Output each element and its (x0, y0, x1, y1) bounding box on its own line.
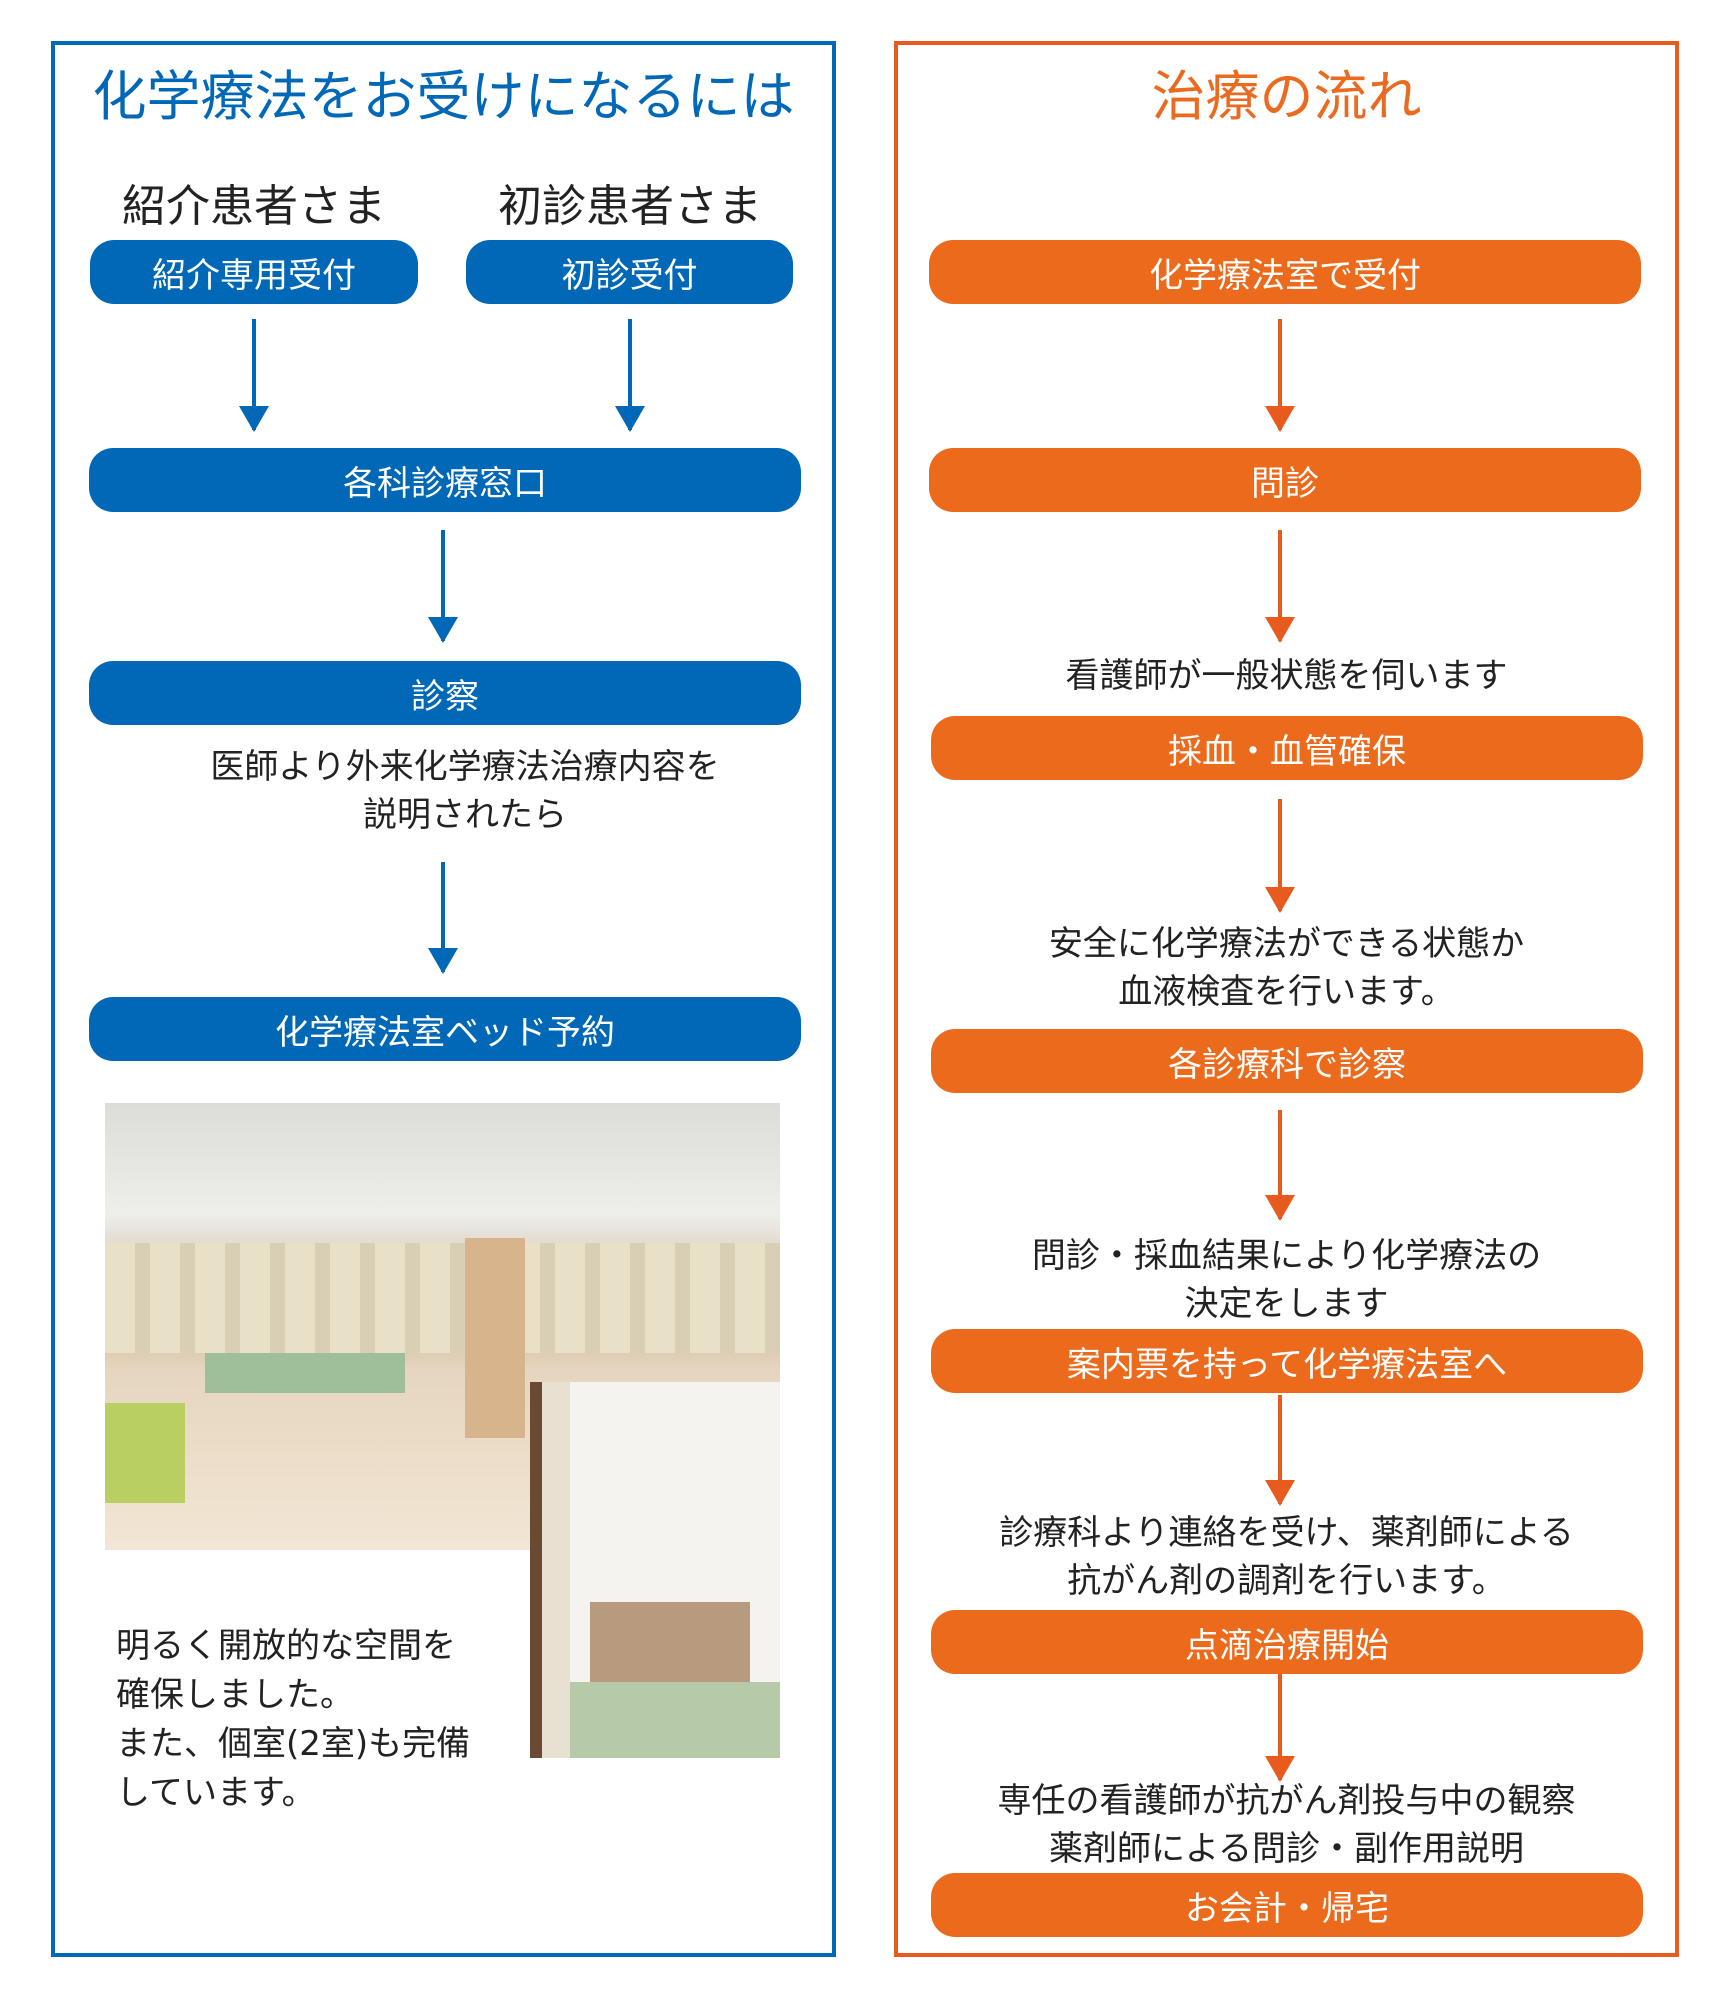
arrow-down-icon (615, 319, 645, 432)
arrow-down-icon (1265, 1674, 1295, 1782)
flow-note-line: 決定をします (1184, 1284, 1389, 1324)
arrow-down-icon (1265, 530, 1295, 643)
flow-note-line: 診療科より連絡を受け、薬剤師による (999, 1513, 1574, 1553)
flow-note: 問診・採血結果により化学療法の 決定をします (894, 1232, 1679, 1328)
flow-note: 看護師が一般状態を伺います (1065, 656, 1508, 696)
flow-note: 安全に化学療法ができる状態か 血液検査を行います。 (894, 920, 1679, 1016)
chemo-admission-panel (51, 41, 836, 1957)
arrow-down-icon (428, 530, 458, 643)
first-visit-reception-step: 初診受付 (466, 240, 793, 304)
right-title: 治療の流れ (1151, 65, 1422, 128)
caption-line: また、個室(2室)も完備 (116, 1724, 471, 1764)
flow-note-line: 問診・採血結果により化学療法の (1031, 1236, 1542, 1276)
flow-note-line: 専任の看護師が抗がん剤投与中の観察 (997, 1781, 1576, 1821)
bed-reservation-step: 化学療法室ベッド予約 (89, 997, 801, 1061)
flow-note-line: 抗がん剤の調剤を行います。 (1067, 1561, 1506, 1601)
caption-line: 確保しました。 (116, 1675, 354, 1715)
flow-step-reception: 化学療法室で受付 (929, 240, 1641, 304)
flow-step-infusion-start: 点滴治療開始 (931, 1610, 1643, 1674)
flow-note: 専任の看護師が抗がん剤投与中の観察 薬剤師による問診・副作用説明 (894, 1777, 1679, 1873)
exam-note-line: 医師より外来化学療法治療内容を (210, 747, 720, 787)
treatment-flow-panel (894, 41, 1679, 1957)
arrow-down-icon (1265, 319, 1295, 432)
flow-note-line: 薬剤師による問診・副作用説明 (1049, 1829, 1524, 1869)
referral-reception-step: 紹介専用受付 (90, 240, 418, 304)
caption-line: しています。 (116, 1773, 316, 1813)
arrow-down-icon (428, 862, 458, 974)
arrow-down-icon (239, 319, 269, 432)
flow-note-line: 血液検査を行います。 (1118, 972, 1455, 1012)
exam-note-line: 説明されたら (363, 795, 567, 835)
flow-step-interview: 問診 (929, 448, 1641, 512)
arrow-down-icon (1265, 799, 1295, 913)
flow-step-to-chemo-room: 案内票を持って化学療法室へ (931, 1329, 1643, 1393)
caption-line: 明るく開放的な空間を (116, 1626, 456, 1666)
exam-note: 医師より外来化学療法治療内容を 説明されたら (89, 743, 841, 839)
first-visit-heading: 初診患者さま (498, 181, 762, 232)
department-window-step: 各科診療窓口 (89, 448, 801, 512)
exam-step: 診察 (89, 661, 801, 725)
left-title: 化学療法をお受けになるには (92, 65, 795, 128)
flow-note-line: 安全に化学療法ができる状態か (1048, 924, 1525, 964)
referral-heading: 紹介患者さま (122, 181, 386, 232)
flow-note: 診療科より連絡を受け、薬剤師による 抗がん剤の調剤を行います。 (894, 1509, 1679, 1605)
flow-step-department-exam: 各診療科で診察 (931, 1029, 1643, 1093)
arrow-down-icon (1265, 1395, 1295, 1506)
arrow-down-icon (1265, 1110, 1295, 1221)
private-room-photo (530, 1382, 780, 1758)
room-caption: 明るく開放的な空間を 確保しました。 また、個室(2室)も完備 しています。 (116, 1622, 470, 1818)
flow-step-checkout: お会計・帰宅 (931, 1873, 1643, 1937)
flow-step-blood-draw: 採血・血管確保 (931, 716, 1643, 780)
